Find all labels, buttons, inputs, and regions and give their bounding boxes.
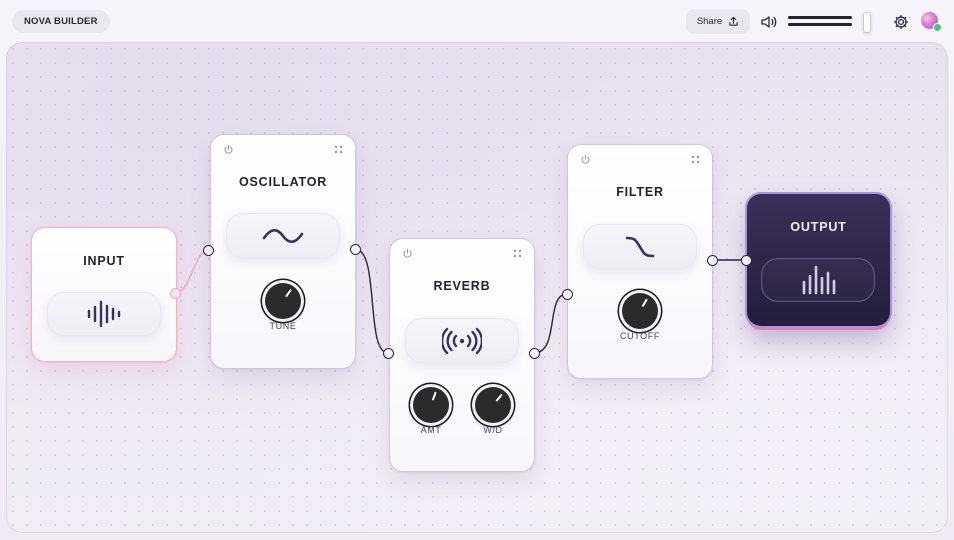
drag-handle-icon[interactable]	[334, 145, 343, 154]
cable-input-oscillator	[175, 249, 209, 294]
volume-icon[interactable]	[759, 12, 779, 32]
filter-output-port[interactable]	[707, 255, 718, 266]
reverb-waves-icon	[442, 327, 482, 354]
gear-icon[interactable]	[891, 12, 911, 32]
cable-oscillator-reverb	[354, 248, 389, 354]
drag-handle-icon[interactable]	[691, 155, 700, 164]
oscillator-input-port[interactable]	[203, 245, 214, 256]
volume-track	[788, 23, 852, 26]
power-icon[interactable]	[223, 144, 234, 155]
share-button[interactable]: Share	[686, 9, 750, 34]
reverb-mode-selector[interactable]	[405, 318, 519, 363]
amount-knob[interactable]	[413, 387, 449, 423]
filter-type-selector[interactable]	[583, 224, 697, 269]
wet-dry-knob[interactable]	[475, 387, 511, 423]
filter-curve-icon	[625, 236, 655, 257]
reverb-input-port[interactable]	[383, 348, 394, 359]
online-status-dot	[933, 23, 942, 32]
oscillator-node-title: OSCILLATOR	[238, 175, 328, 189]
waveform-icon	[87, 300, 121, 328]
input-output-port[interactable]	[170, 288, 181, 299]
oscillator-node[interactable]: OSCILLATOR TUNE	[210, 134, 356, 369]
power-icon[interactable]	[402, 248, 413, 259]
filter-node[interactable]: FILTER CUTOFF	[567, 144, 713, 379]
cable-reverb-filter	[533, 293, 568, 354]
amount-knob-label: AMT	[420, 425, 442, 435]
power-icon[interactable]	[580, 154, 591, 165]
bars-meter-icon	[802, 265, 836, 295]
output-meter-display	[761, 258, 875, 302]
volume-slider-thumb[interactable]	[863, 12, 871, 33]
input-signal-display[interactable]	[47, 292, 161, 336]
wet-dry-knob-label: W/D	[483, 425, 503, 435]
top-bar: NOVA BUILDER Share	[0, 0, 954, 44]
input-node[interactable]: INPUT	[31, 227, 177, 362]
output-node[interactable]: OUTPUT	[747, 194, 890, 326]
tune-knob-label: TUNE	[269, 321, 297, 331]
filter-input-port[interactable]	[562, 289, 573, 300]
app-title[interactable]: NOVA BUILDER	[12, 10, 110, 33]
volume-track	[788, 16, 852, 19]
share-label: Share	[696, 16, 723, 27]
volume-slider[interactable]	[788, 12, 878, 33]
reverb-node-title: REVERB	[433, 279, 491, 293]
output-input-port[interactable]	[741, 255, 752, 266]
cutoff-knob[interactable]	[622, 293, 658, 329]
reverb-node[interactable]: REVERB AMT W/D	[389, 238, 535, 472]
output-node-title: OUTPUT	[790, 220, 847, 234]
cutoff-knob-label: CUTOFF	[620, 331, 660, 341]
oscillator-waveform-selector[interactable]	[226, 213, 340, 258]
share-icon	[729, 16, 738, 26]
drag-handle-icon[interactable]	[513, 249, 522, 258]
oscillator-output-port[interactable]	[350, 244, 361, 255]
reverb-output-port[interactable]	[529, 348, 540, 359]
filter-node-title: FILTER	[616, 185, 664, 199]
tune-knob[interactable]	[265, 283, 301, 319]
sine-wave-icon	[262, 228, 304, 243]
input-node-title: INPUT	[83, 254, 125, 268]
